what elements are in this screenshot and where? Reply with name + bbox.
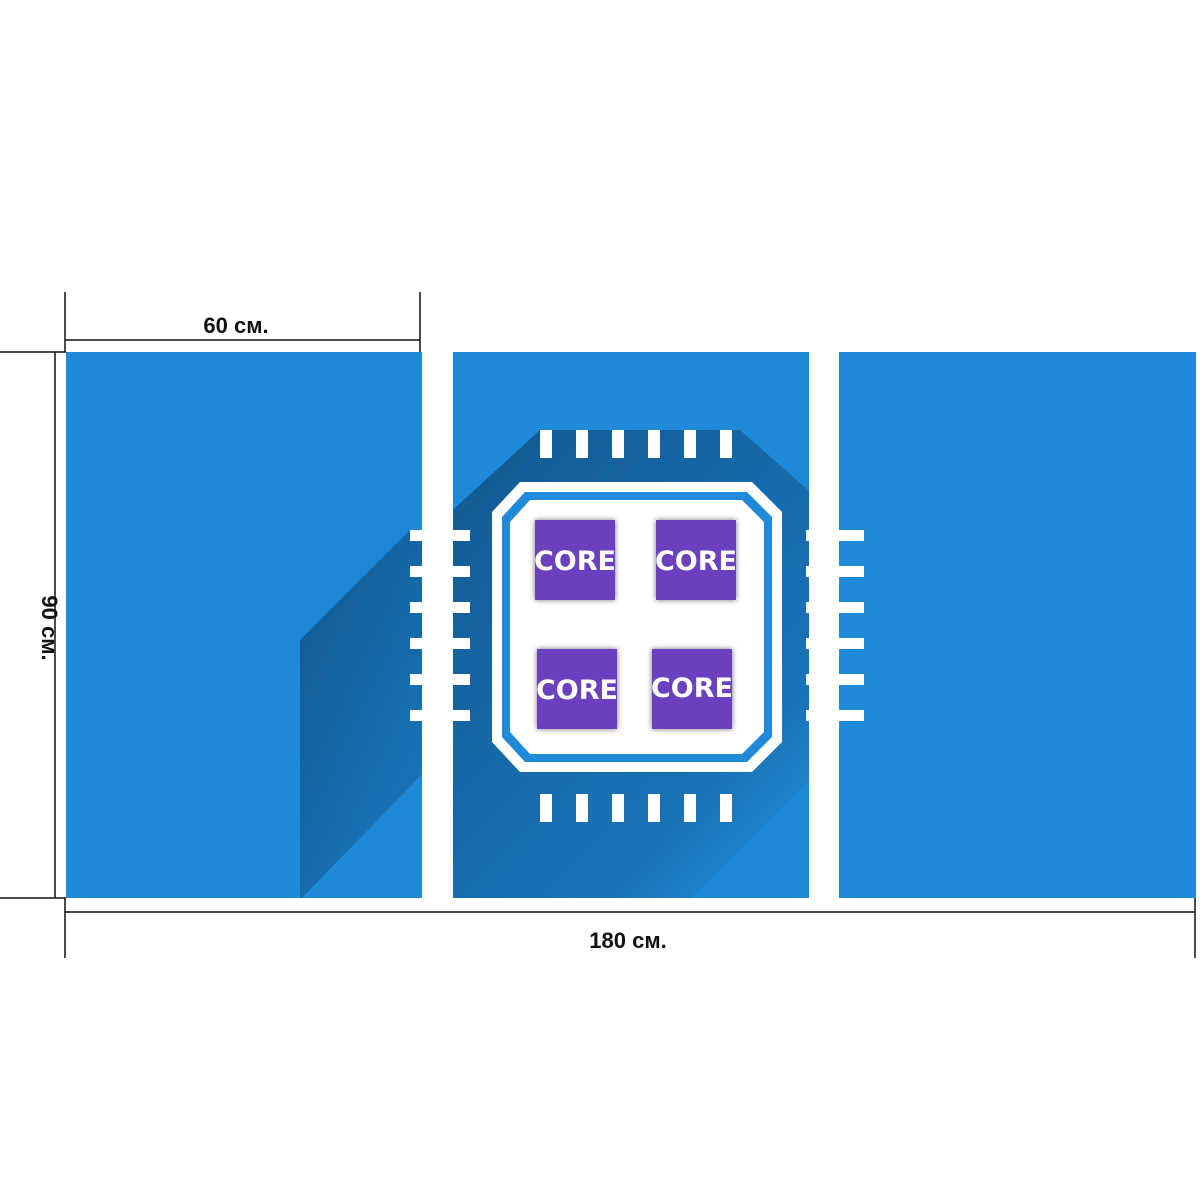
dimension-height-label: 90 см. xyxy=(37,595,62,660)
core-block-3: CORE xyxy=(536,649,618,729)
core-grid: CORE CORE CORE CORE xyxy=(534,520,737,729)
core-label: CORE xyxy=(536,675,618,706)
core-label: CORE xyxy=(655,546,737,577)
core-block-2: CORE xyxy=(655,520,737,600)
dimension-total-width-label: 180 см. xyxy=(589,928,666,953)
core-block-4: CORE xyxy=(651,649,733,729)
dimension-lines xyxy=(0,292,1196,958)
dimension-panel-width-label: 60 см. xyxy=(203,313,268,338)
core-label: CORE xyxy=(651,673,733,704)
canvas-panel-right xyxy=(839,352,1196,898)
core-label: CORE xyxy=(534,546,616,577)
core-block-1: CORE xyxy=(534,520,616,600)
